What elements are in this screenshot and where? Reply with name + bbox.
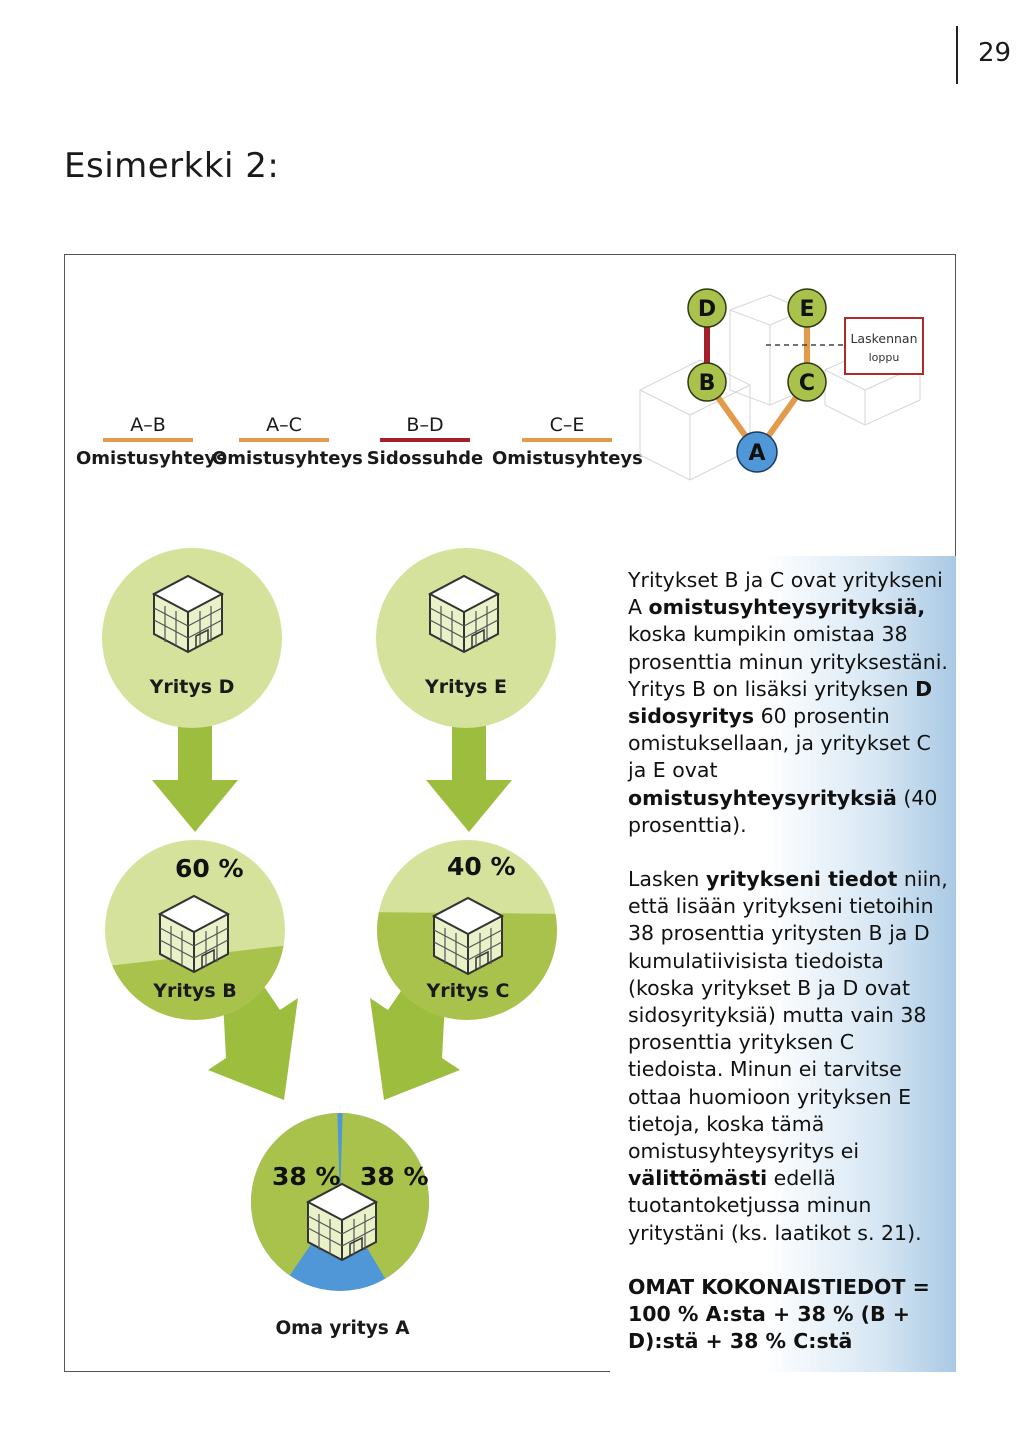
company-a-label: Oma yritys A xyxy=(275,1318,410,1339)
legend-line-ownership xyxy=(103,438,193,442)
node-d: D xyxy=(687,288,727,328)
end-box-line2: loppu xyxy=(869,351,900,364)
legend-code: C–E xyxy=(549,414,585,436)
emphasized-text: välittömästi xyxy=(628,1166,768,1191)
node-b: B xyxy=(687,362,727,402)
node-d-label: D xyxy=(698,297,716,322)
total-formula: OMAT KOKONAISTIEDOT = 100 % A:sta + 38 %… xyxy=(628,1275,930,1354)
emphasized-text: D sidosyritys xyxy=(628,676,933,729)
emphasized-text: omistusyhteysyrityksiä, xyxy=(648,595,926,620)
legend-label: Omistusyhteys xyxy=(212,448,363,469)
explanation-paragraph-2: Lasken yritykseni tiedot niin, että lisä… xyxy=(628,866,953,1247)
text-run: 60 prosentin omistuksellaan, ja yritykse… xyxy=(628,704,931,783)
text-run: niin, että lisään yritykseni tietoihin 3… xyxy=(628,867,948,1164)
page-number: 29 xyxy=(978,38,1012,68)
share-a-left-percent: 38 % xyxy=(272,1162,341,1191)
example-title: Esimerkki 2: xyxy=(64,146,280,186)
background-buildings-outline xyxy=(639,294,921,481)
company-e-label: Yritys E xyxy=(424,676,507,698)
emphasized-text: yritykseni tiedot xyxy=(705,867,898,891)
node-b-label: B xyxy=(699,371,716,396)
legend-label: Sidossuhde xyxy=(366,448,484,469)
calculation-end-box: Laskennan loppu xyxy=(844,317,924,375)
text-run: Lasken xyxy=(628,867,706,891)
share-a-right-percent: 38 % xyxy=(360,1162,429,1191)
arrow-e-to-c xyxy=(426,725,512,832)
node-a-label: A xyxy=(748,441,765,466)
legend-line-ownership xyxy=(239,438,329,442)
company-d-label: Yritys D xyxy=(149,676,235,698)
end-box-line1: Laskennan xyxy=(850,331,917,346)
legend-line-link xyxy=(380,438,470,442)
page-number-rule xyxy=(956,26,958,84)
text-run: (40 prosenttia). xyxy=(628,785,938,837)
network-diagram: D E B C A Laskennan loppu xyxy=(639,288,924,481)
company-d-bubble xyxy=(102,548,282,728)
company-c-label: Yritys C xyxy=(426,980,510,1002)
legend-item-a-b: A–B Omistusyhteys xyxy=(76,414,227,469)
legend-item-a-c: A–C Omistusyhteys xyxy=(212,414,363,469)
share-c-percent: 40 % xyxy=(447,852,516,881)
node-e-label: E xyxy=(799,297,814,322)
legend-code: A–B xyxy=(130,414,166,436)
text-run: edellä tuotantoketjussa minun yritystäni… xyxy=(628,1166,922,1245)
company-e-bubble xyxy=(376,548,556,728)
node-e: E xyxy=(787,288,827,328)
emphasized-text: omistusyhteysyrityksiä xyxy=(628,785,897,810)
legend-line-ownership xyxy=(522,438,612,442)
ownership-flow-diagram xyxy=(102,548,557,1291)
legend-label: Omistusyhteys xyxy=(76,448,227,469)
explanation-panel xyxy=(610,556,956,1372)
node-a: A xyxy=(736,431,778,473)
company-b-label: Yritys B xyxy=(153,980,237,1002)
arrow-d-to-b xyxy=(152,725,238,832)
text-run: Yritykset B ja C ovat yritykseni A xyxy=(628,568,943,620)
legend-code: A–C xyxy=(266,414,302,436)
node-c-label: C xyxy=(799,371,815,396)
legend-item-c-e: C–E Omistusyhteys xyxy=(492,414,643,469)
share-b-percent: 60 % xyxy=(175,854,244,883)
legend-item-b-d: B–D Sidossuhde xyxy=(350,414,500,469)
node-c: C xyxy=(787,362,827,402)
legend-label: Omistusyhteys xyxy=(492,448,643,469)
text-run: koska kumpikin omistaa 38 prosenttia min… xyxy=(628,622,948,701)
company-a-bubble xyxy=(251,1113,429,1291)
legend-code: B–D xyxy=(406,414,444,436)
explanation-paragraph-1: Yritykset B ja C ovat yritykseni A omist… xyxy=(628,567,953,839)
